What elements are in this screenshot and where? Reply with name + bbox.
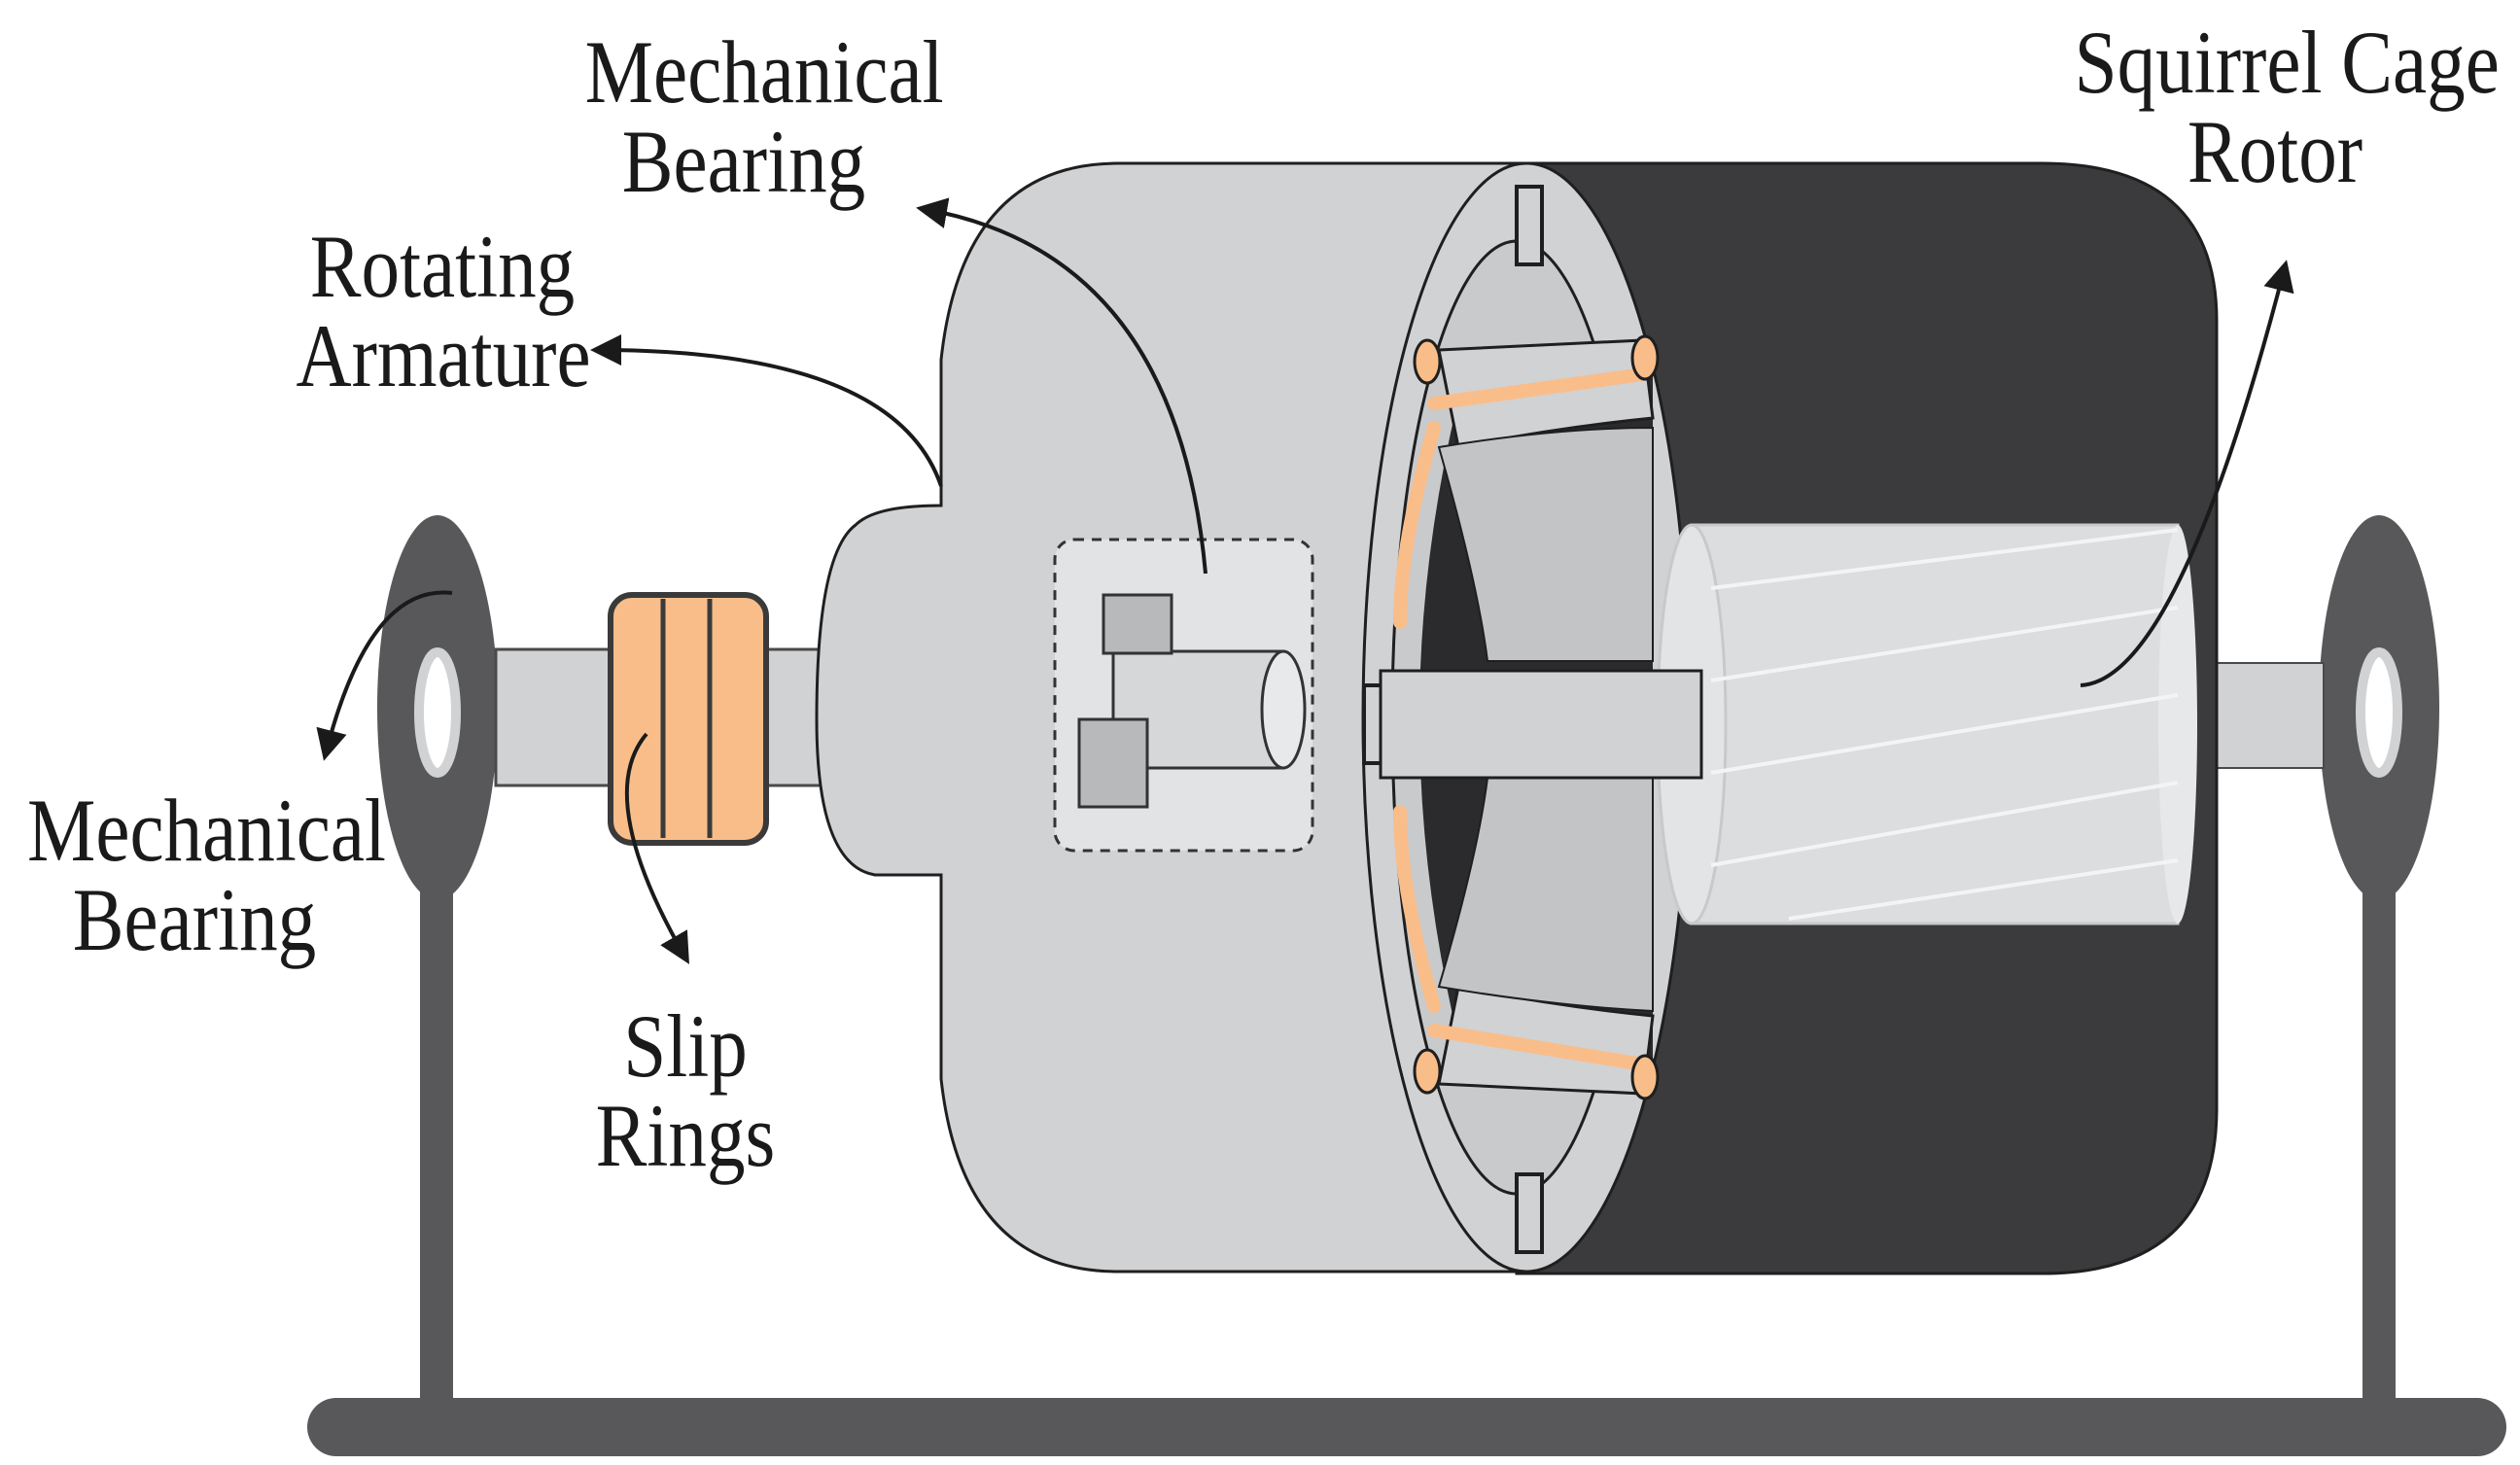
stator-windings — [1393, 367, 1650, 1071]
stator-pole-mid-top — [1437, 426, 1654, 662]
leader-lines — [316, 197, 2294, 964]
label-slip-rings: Slip Rings — [595, 996, 776, 1185]
label-squirrel-cage-rotor: Squirrel Cage Rotor — [2074, 13, 2500, 201]
squirrel-cage-rotor — [1656, 523, 2197, 925]
label-mechanical-bearing-left: Mechanical Bearing — [27, 781, 387, 969]
leader-mech-bearing-left — [316, 590, 453, 761]
right-stand-post — [2362, 846, 2396, 1405]
leader-squirrel-cage — [2080, 260, 2294, 687]
left-stand-post — [420, 846, 453, 1405]
leader-rotating-armature — [590, 334, 943, 487]
label-rotating-armature: Rotating Armature — [296, 217, 591, 405]
bearing-inset — [1053, 538, 1314, 853]
center-shaft — [1379, 669, 1703, 780]
leader-slip-rings — [624, 732, 689, 964]
right-bearing-hole — [2356, 647, 2402, 778]
label-mechanical-bearing-top: Mechanical Bearing — [584, 22, 944, 211]
left-bearing-hole — [414, 647, 461, 778]
leader-mech-bearing-top — [916, 197, 1208, 575]
winding-ends — [1413, 334, 1660, 1100]
slip-rings — [608, 592, 769, 846]
base-rail — [307, 1398, 2506, 1456]
